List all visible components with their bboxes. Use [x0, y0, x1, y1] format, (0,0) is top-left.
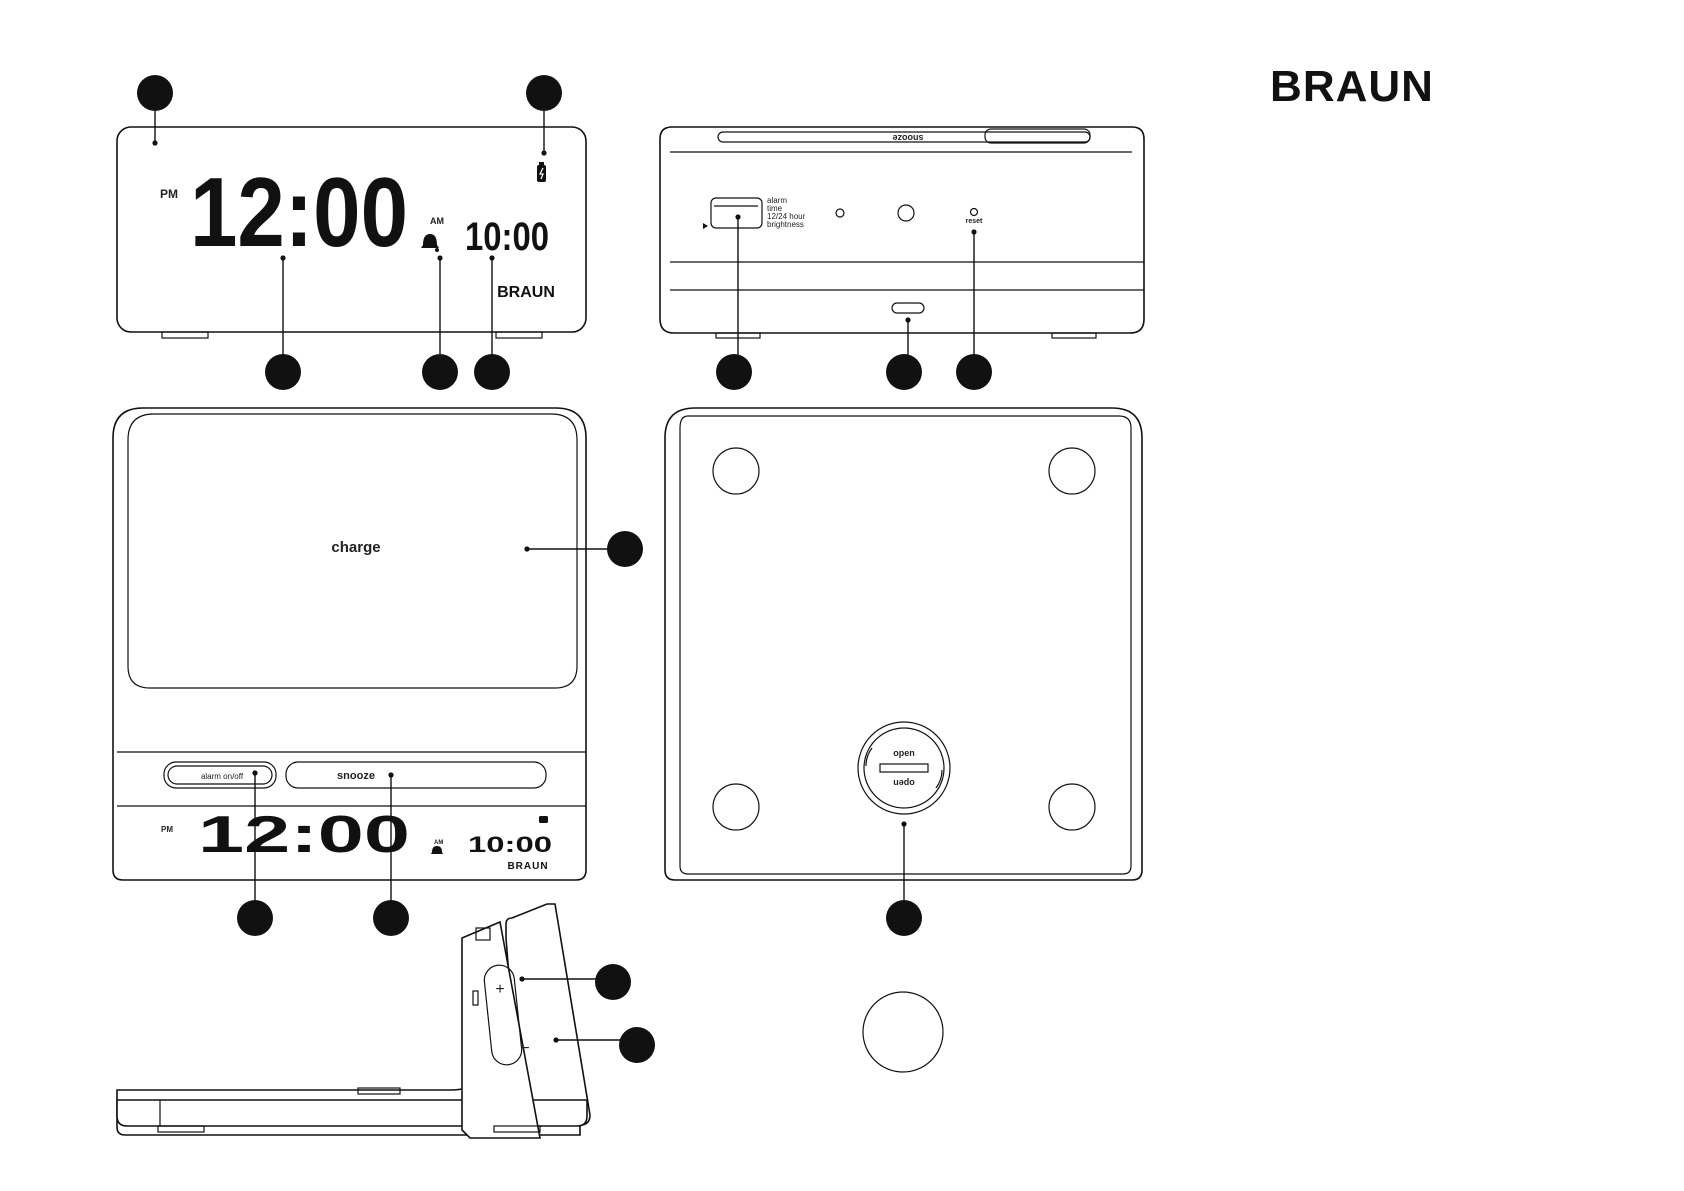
callout-14: [619, 1027, 655, 1063]
callout-7: [886, 354, 922, 390]
top-view: charge alarm on/off snooze PM 12:00 AM 1…: [113, 408, 586, 880]
top-alarm-time: 10:00: [468, 832, 552, 857]
back-view: snooze alarm time 12/24 hour brightness …: [660, 127, 1144, 338]
callout-8: [956, 354, 992, 390]
top-main-time: 12:00: [198, 806, 410, 864]
front-main-time: 12:00: [190, 157, 408, 267]
snooze-label: snooze: [337, 770, 375, 782]
top-pm-indicator: PM: [161, 825, 173, 834]
front-alarm-time: 10:00: [465, 215, 549, 259]
callout-1: [137, 75, 173, 111]
callout-13: [595, 964, 631, 1000]
callout-5: [474, 354, 510, 390]
front-pm-indicator: PM: [160, 187, 178, 201]
battery-cover-close-label: open: [893, 778, 915, 788]
top-am-indicator: AM: [434, 840, 443, 846]
callout-11: [373, 900, 409, 936]
back-snooze-label: snooze: [892, 133, 923, 143]
callout-10: [237, 900, 273, 936]
coin-cell-battery: [863, 992, 943, 1072]
callout-4: [422, 354, 458, 390]
side-view: + −: [117, 904, 590, 1138]
bottom-view: open open: [665, 408, 1142, 880]
volume-plus-label: +: [495, 981, 504, 998]
front-logo: BRAUN: [497, 284, 555, 301]
top-battery-icon: [539, 816, 548, 823]
charge-label: charge: [331, 539, 380, 556]
callout-9: [607, 531, 643, 567]
back-reset-label: reset: [966, 218, 983, 225]
callout-3: [265, 354, 301, 390]
callout-12: [886, 900, 922, 936]
top-logo: BRAUN: [507, 861, 548, 872]
battery-cover-open-label: open: [893, 748, 915, 758]
back-label-brightness: brightness: [767, 220, 804, 229]
alarm-onoff-label: alarm on/off: [201, 772, 244, 781]
front-view: PM 12:00 AM 10:00 BRAUN: [117, 127, 586, 338]
callout-2: [526, 75, 562, 111]
volume-minus-label: −: [520, 1040, 529, 1057]
braun-logo: BRAUN: [1270, 62, 1434, 111]
front-am-indicator: AM: [430, 216, 444, 226]
callout-6: [716, 354, 752, 390]
